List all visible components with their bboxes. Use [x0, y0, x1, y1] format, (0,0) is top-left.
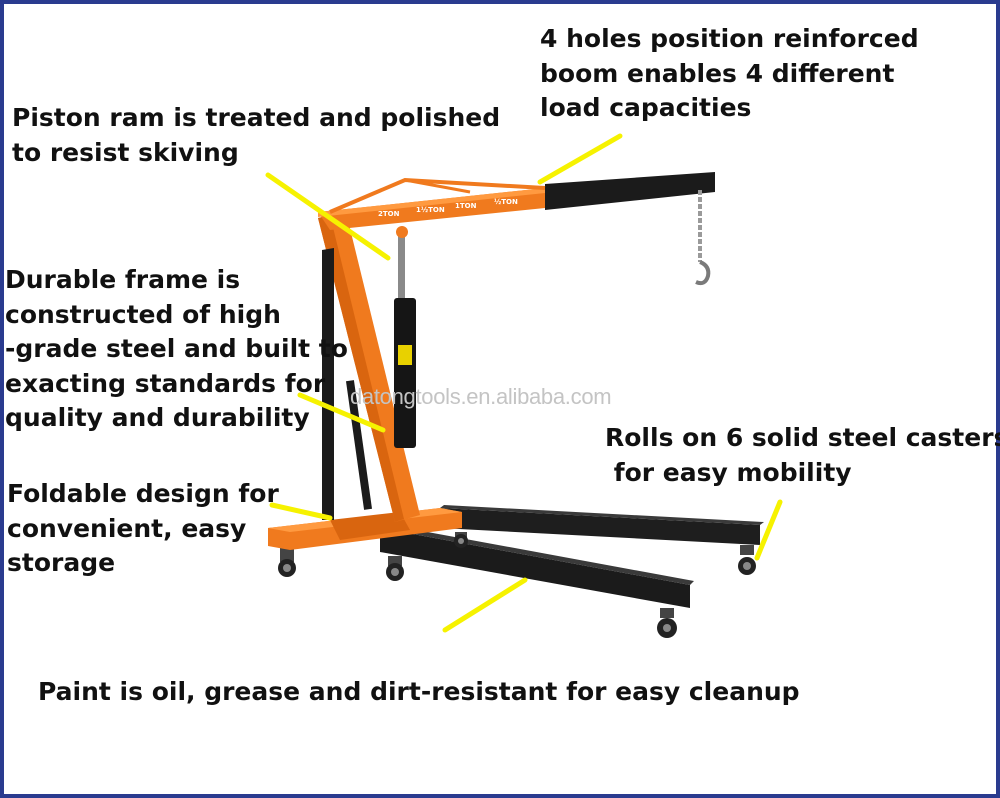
pointer-paint	[442, 577, 528, 633]
boom-capacity-labels: 2TON 1½TON 1TON ½TON	[378, 198, 518, 218]
watermark: datongtools.en.alibaba.com	[350, 384, 612, 409]
callout-frame: Durable frame is constructed of high -gr…	[5, 265, 348, 432]
hydraulic-ram	[394, 226, 416, 448]
caster-icon	[738, 545, 756, 575]
caster-icon	[278, 548, 296, 577]
callout-piston: Piston ram is treated and polished to re…	[12, 103, 501, 167]
label-1-5ton: 1½TON	[416, 206, 445, 214]
pointer-lines	[265, 133, 783, 633]
caster-icon	[454, 532, 468, 548]
label-2ton: 2TON	[378, 210, 400, 218]
pointer-frame	[297, 392, 386, 433]
label-half-ton: ½TON	[494, 198, 518, 206]
rear-leg-right	[440, 505, 764, 545]
callout-paint: Paint is oil, grease and dirt-resistant …	[38, 677, 800, 706]
label-1ton: 1TON	[455, 202, 477, 210]
pointer-piston	[265, 172, 391, 261]
callout-boom: 4 holes position reinforced boom enables…	[540, 24, 919, 122]
fold-strut	[322, 248, 334, 520]
callout-foldable: Foldable design for convenient, easy sto…	[7, 479, 279, 577]
boom-arm	[318, 172, 715, 230]
chain-hook	[695, 190, 711, 286]
caster-icon	[657, 608, 677, 638]
callout-casters: Rolls on 6 solid steel casters for easy …	[605, 423, 1000, 487]
pointer-foldable	[269, 502, 333, 521]
pointer-casters	[754, 499, 783, 561]
caster-icon	[386, 556, 404, 581]
pointer-boom	[537, 133, 623, 185]
